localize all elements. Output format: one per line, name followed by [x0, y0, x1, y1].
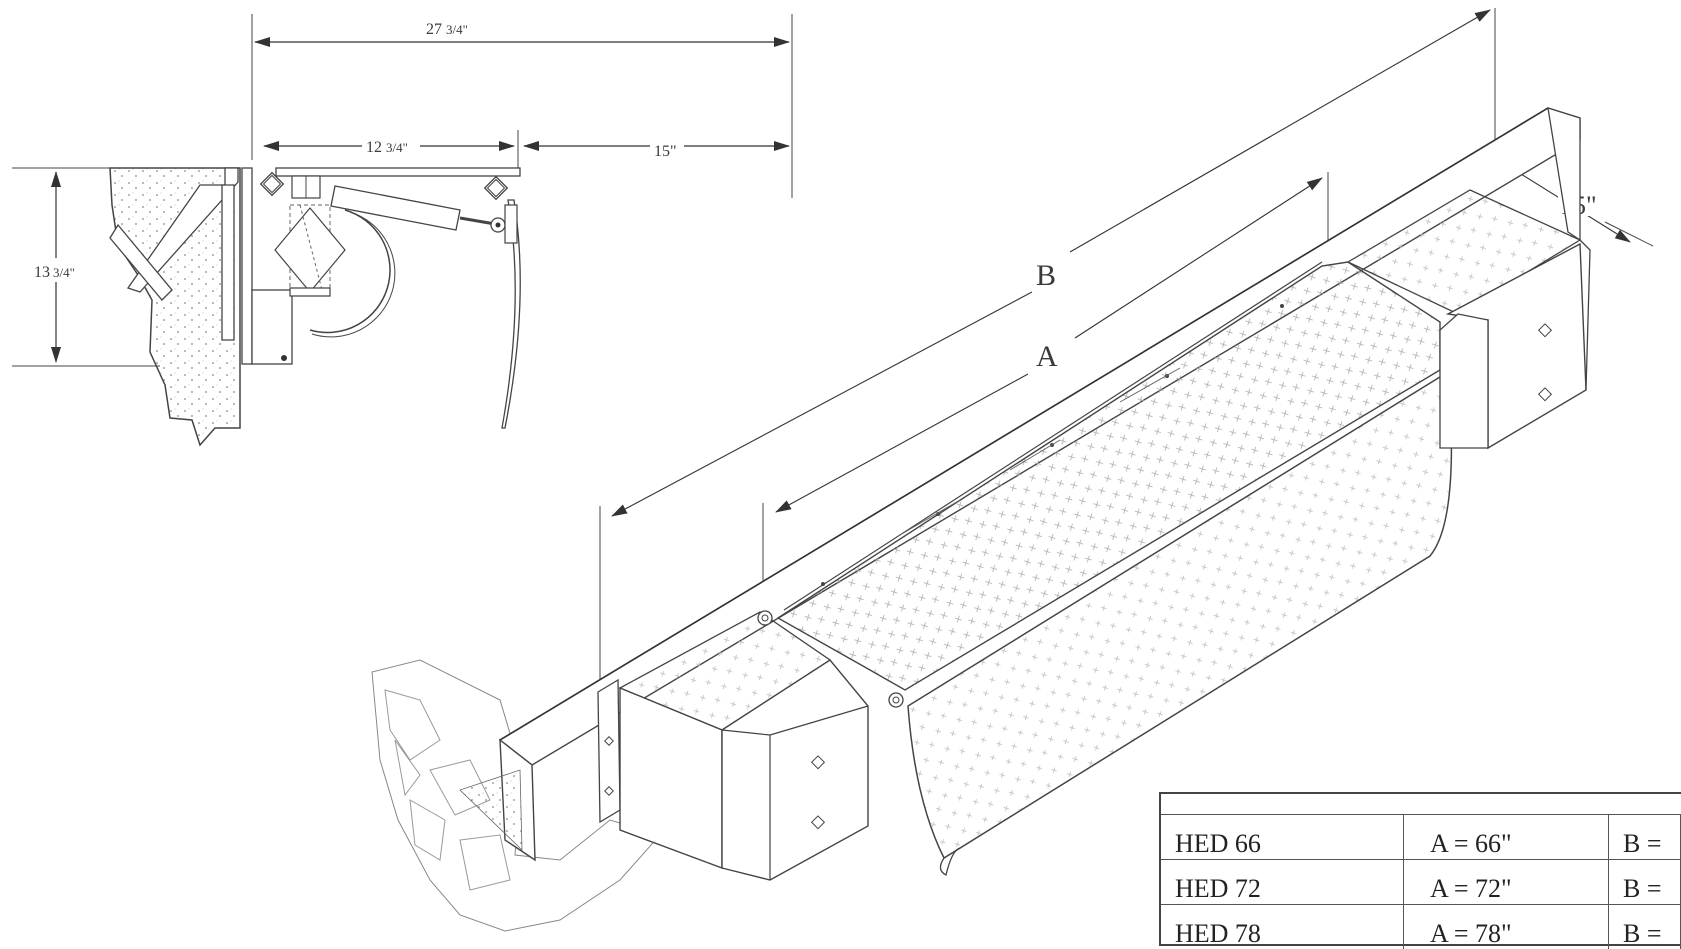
- a-dimension-cell: A = 78": [1404, 905, 1609, 949]
- model-cell: HED 66: [1161, 815, 1404, 860]
- a-dimension-cell: A = 72": [1404, 860, 1609, 905]
- lip-width-label: 15": [654, 143, 677, 160]
- dimension-b-label: B: [1036, 259, 1056, 292]
- table-row: HED 78 A = 78" B =: [1161, 905, 1681, 949]
- dimension-a-label: A: [1036, 340, 1058, 373]
- table-row: HED 66 A = 66" B =: [1161, 815, 1681, 860]
- model-cell: HED 78: [1161, 905, 1404, 949]
- b-dimension-cell: B =: [1609, 815, 1681, 860]
- a-dimension-cell: A = 66": [1404, 815, 1609, 860]
- table-row: HED 72 A = 72" B =: [1161, 860, 1681, 905]
- model-cell: HED 72: [1161, 860, 1404, 905]
- b-dimension-cell: B =: [1609, 860, 1681, 905]
- b-dimension-cell: B =: [1609, 905, 1681, 949]
- concrete-wall: [110, 168, 240, 445]
- model-spec-table: HED 66 A = 66" B = HED 72 A = 72" B = HE…: [1159, 792, 1681, 946]
